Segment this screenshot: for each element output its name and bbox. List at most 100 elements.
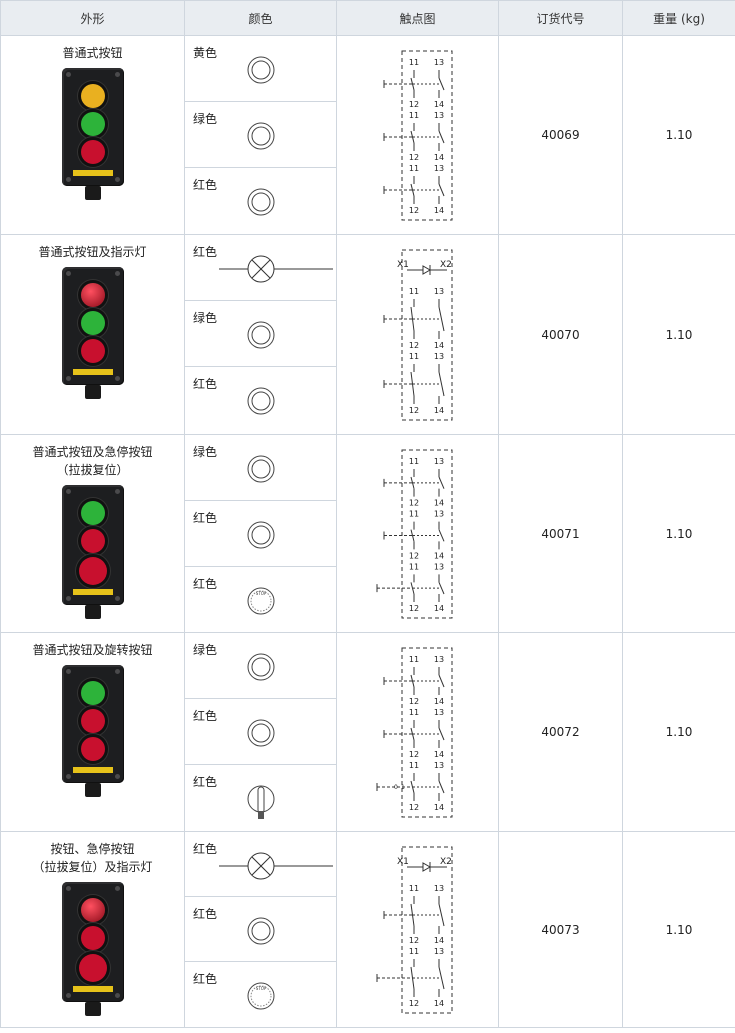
- weight-value: 1.10: [622, 234, 735, 435]
- enclosure-image: [61, 68, 124, 186]
- svg-text:11: 11: [409, 708, 419, 717]
- color-label: 黄色: [193, 46, 218, 60]
- svg-text:14: 14: [434, 604, 444, 613]
- product-name: 按钮、急停按钮: [50, 842, 135, 856]
- order-code: 40071: [498, 434, 623, 633]
- svg-text:11: 11: [409, 655, 419, 664]
- appearance-cell: 普通式按钮及急停按钮 （拉拔复位）: [0, 434, 185, 633]
- emergency-stop-icon: STOP: [247, 587, 275, 615]
- color-option: 红色 STOP: [185, 962, 336, 1027]
- rotary-switch-icon: [247, 785, 275, 819]
- appearance-cell: 按钮、急停按钮 （拉拔复位）及指示灯: [0, 831, 185, 1028]
- svg-text:12: 12: [409, 100, 419, 109]
- emergency-stop-icon: STOP: [247, 982, 275, 1010]
- product-name-line2: （拉拔复位）及指示灯: [32, 860, 153, 874]
- weight-value: 1.10: [622, 632, 735, 832]
- product-name-line2: （拉拔复位）: [56, 463, 129, 477]
- weight-value: 1.10: [622, 831, 735, 1028]
- color-cell: 绿色红色红色: [184, 632, 337, 832]
- enclosure-image: [61, 882, 124, 1002]
- color-option: 红色: [185, 235, 336, 301]
- svg-text:11: 11: [409, 352, 419, 361]
- svg-text:11: 11: [409, 111, 419, 120]
- weight-value: 1.10: [622, 434, 735, 633]
- svg-text:12: 12: [409, 750, 419, 759]
- color-label: 绿色: [193, 445, 218, 459]
- button-circle-icon: [247, 56, 275, 84]
- button-circle-icon: [247, 521, 275, 549]
- svg-text:13: 13: [434, 562, 444, 571]
- color-option: 红色: [185, 699, 336, 765]
- svg-text:11: 11: [409, 457, 419, 466]
- order-code: 40070: [498, 234, 623, 435]
- red-button: [80, 140, 105, 164]
- cable-gland: [84, 385, 101, 399]
- order-code: 40069: [498, 35, 623, 235]
- appearance-cell: 普通式按钮及旋转按钮: [0, 632, 185, 832]
- appearance-cell: 普通式按钮及指示灯: [0, 234, 185, 435]
- header-contact-diagram: 触点图: [336, 0, 499, 36]
- rotary-mark-0: 0: [394, 784, 398, 791]
- color-option: 红色: [185, 832, 336, 897]
- svg-text:STOP: STOP: [256, 986, 267, 991]
- color-option: 红色: [185, 168, 336, 234]
- button-circle-icon: [247, 122, 275, 150]
- svg-text:14: 14: [434, 153, 444, 162]
- svg-text:12: 12: [409, 697, 419, 706]
- svg-text:12: 12: [409, 803, 419, 812]
- svg-text:12: 12: [409, 498, 419, 507]
- order-code: 40072: [498, 632, 623, 832]
- enclosure-image: [61, 665, 124, 783]
- button-circle-icon: [247, 455, 275, 483]
- color-option: 绿色: [185, 301, 336, 367]
- color-option: 红色: [185, 367, 336, 434]
- svg-text:14: 14: [434, 750, 444, 759]
- redlamp-button: [80, 283, 105, 307]
- button-circle-icon: [247, 387, 275, 415]
- svg-text:14: 14: [434, 803, 444, 812]
- green-button: [80, 501, 105, 525]
- product-name: 普通式按钮及急停按钮: [32, 445, 153, 459]
- svg-text:13: 13: [434, 287, 444, 296]
- green-button: [80, 681, 105, 705]
- svg-text:11: 11: [409, 947, 419, 956]
- color-label: 绿色: [193, 112, 218, 126]
- header-appearance: 外形: [0, 0, 185, 36]
- svg-text:13: 13: [434, 352, 444, 361]
- weight-value: 1.10: [622, 35, 735, 235]
- green-button: [80, 112, 105, 136]
- lamp-terminal-x2: X2: [440, 260, 452, 270]
- color-option: 绿色: [185, 102, 336, 168]
- rotary-knob: [80, 737, 105, 761]
- cable-gland: [84, 1002, 101, 1016]
- indicator-lamp-icon: [219, 852, 333, 880]
- table-header-row: 外形 颜色 触点图 订货代号 重量 (kg): [0, 0, 735, 36]
- cable-gland: [84, 186, 101, 200]
- button-circle-icon: [247, 719, 275, 747]
- svg-text:12: 12: [409, 999, 419, 1008]
- color-label: 红色: [193, 972, 218, 986]
- nameplate: [72, 767, 113, 773]
- color-label: 红色: [193, 377, 218, 391]
- header-color: 颜色: [184, 0, 337, 36]
- svg-text:12: 12: [409, 341, 419, 350]
- button-circle-icon: [247, 188, 275, 216]
- svg-text:12: 12: [409, 206, 419, 215]
- button-circle-icon: [247, 653, 275, 681]
- svg-text:STOP: STOP: [256, 591, 267, 596]
- indicator-lamp-icon: [219, 255, 333, 283]
- svg-text:14: 14: [434, 999, 444, 1008]
- svg-text:12: 12: [409, 604, 419, 613]
- red-button: [80, 709, 105, 733]
- svg-text:13: 13: [434, 111, 444, 120]
- color-option: 红色: [185, 501, 336, 567]
